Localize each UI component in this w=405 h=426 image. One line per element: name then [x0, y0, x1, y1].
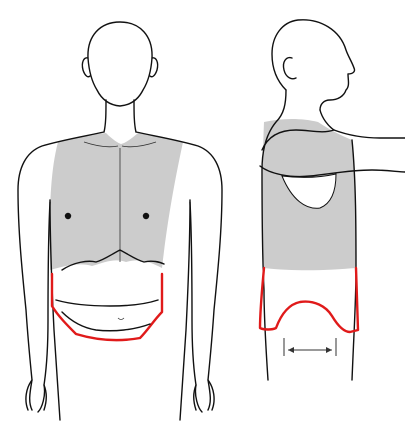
front-head	[88, 22, 152, 106]
front-neck-right	[134, 100, 136, 132]
front-right-hand	[195, 380, 214, 412]
front-torso-right-side	[180, 200, 190, 420]
front-view-figure	[18, 22, 222, 420]
front-belt-inner-edge	[56, 300, 158, 306]
front-left-arm-inner	[44, 202, 50, 410]
front-belt-bottom-inner	[62, 312, 150, 331]
front-navel	[118, 318, 124, 320]
dimension-arrow	[284, 338, 336, 356]
side-head	[272, 20, 355, 110]
front-left-nipple	[65, 213, 71, 219]
front-neck-left	[104, 100, 106, 132]
side-ear	[283, 58, 296, 79]
front-right-arm-inner	[190, 202, 196, 410]
front-vest-shading	[50, 133, 183, 270]
side-view-figure	[260, 20, 405, 380]
front-right-nipple	[143, 213, 149, 219]
side-belt-outline	[260, 268, 358, 332]
front-left-hand	[26, 380, 45, 412]
